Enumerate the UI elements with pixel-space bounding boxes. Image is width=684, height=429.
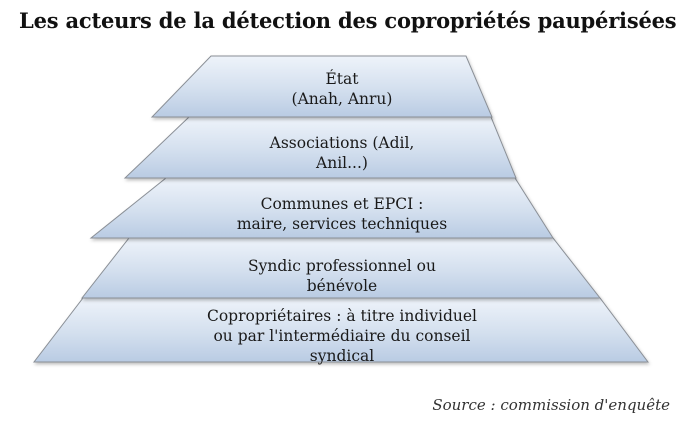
source-caption: Source : commission d'enquête bbox=[432, 396, 670, 414]
level-3-label: Communes et EPCI : maire, services techn… bbox=[236, 195, 448, 233]
pyramid-level-1 bbox=[150, 55, 493, 118]
level-1-label: État (Anah, Anru) bbox=[291, 70, 393, 108]
level-4-label: Syndic professionnel ou bénévole bbox=[248, 257, 436, 295]
level-5-label: Copropriétaires : à titre individuel ou … bbox=[206, 307, 478, 365]
level-2-label: Associations (Adil, Anil...) bbox=[269, 134, 415, 172]
page-title: Les acteurs de la détection des copropri… bbox=[19, 8, 677, 33]
